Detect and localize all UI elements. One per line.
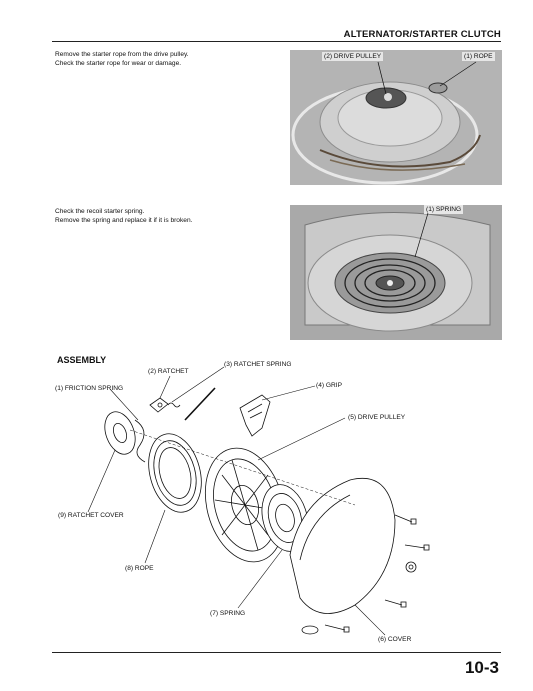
assembly-title: ASSEMBLY <box>57 355 107 365</box>
page-number: 10-3 <box>464 658 499 677</box>
photo-label-rope: (1) ROPE <box>462 52 495 61</box>
photo-label-spring: (1) SPRING <box>424 205 464 214</box>
callout-drive-pulley: (5) DRIVE PULLEY <box>348 414 406 421</box>
step1-line-2: Check the starter rope for wear or damag… <box>55 60 182 67</box>
callout-grip: (4) GRIP <box>316 382 343 389</box>
callout-spring: (7) SPRING <box>210 610 246 617</box>
photo2-leader-lines <box>414 212 429 258</box>
recoil-spring-photo: (1) SPRING <box>290 205 502 340</box>
callout-friction-spring: (1) FRICTION SPRING <box>55 385 124 392</box>
header-rule <box>52 41 501 42</box>
step1-instructions: Remove the starter rope from the drive p… <box>55 50 189 68</box>
callout-rope: (8) ROPE <box>125 565 154 572</box>
drive-pulley-illustration <box>290 50 502 185</box>
callout-ratchet-spring: (3) RATCHET SPRING <box>224 361 292 368</box>
callout-cover: (6) COVER <box>378 636 412 643</box>
callout-ratchet-cover: (9) RATCHET COVER <box>58 512 124 519</box>
step1-line-1: Remove the starter rope from the drive p… <box>55 51 189 58</box>
footer-rule <box>52 652 501 653</box>
callout-ratchet: (2) RATCHET <box>148 368 189 375</box>
drive-pulley-photo: (2) DRIVE PULLEY (1) ROPE <box>290 50 502 185</box>
recoil-spring-illustration <box>290 205 502 340</box>
step2-instructions: Check the recoil starter spring. Remove … <box>55 207 192 225</box>
photo1-leader-lines <box>377 61 477 95</box>
step2-line-1: Check the recoil starter spring. <box>55 208 145 215</box>
step2-line-2: Remove the spring and replace it if it i… <box>55 217 193 224</box>
photo-label-drive-pulley: (2) DRIVE PULLEY <box>322 52 384 61</box>
section-title: ALTERNATOR/STARTER CLUTCH <box>343 29 501 40</box>
